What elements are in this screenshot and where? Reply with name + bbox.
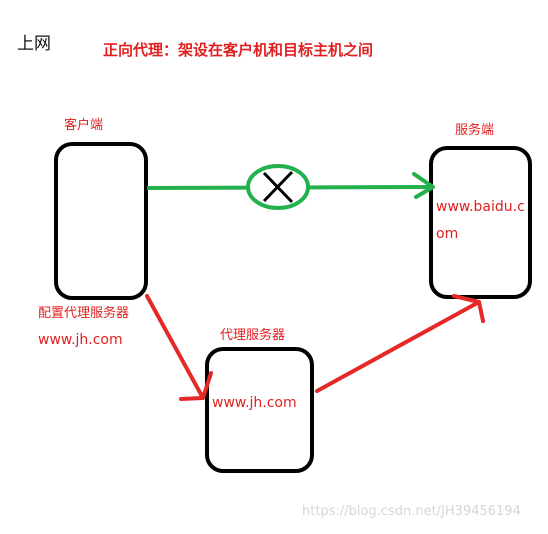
server-box — [429, 146, 532, 299]
client-box — [54, 142, 148, 300]
client-config-url: www.jh.com — [38, 332, 123, 348]
server-label: 服务端 — [455, 123, 495, 138]
proxy-box — [205, 347, 314, 473]
client-label: 客户端 — [64, 118, 104, 133]
server-url-line1: www.baidu.c — [436, 199, 525, 215]
diagram-title: 正向代理：架设在客户机和目标主机之间 — [103, 41, 374, 59]
client-config-label: 配置代理服务器 — [38, 306, 130, 321]
watermark-text: https://blog.csdn.net/JH39456194 — [302, 504, 521, 519]
proxy-label: 代理服务器 — [220, 328, 286, 343]
client-to-proxy-arrow — [145, 294, 213, 401]
server-url-line2: om — [436, 226, 459, 242]
blocked-cross-icon — [262, 170, 294, 204]
heading-text: 上网 — [17, 34, 51, 54]
proxy-url: www.jh.com — [212, 395, 297, 411]
direct-connection-arrowhead — [412, 172, 435, 199]
blocked-direct-connection — [146, 164, 435, 210]
proxy-to-server-arrow — [315, 294, 485, 393]
